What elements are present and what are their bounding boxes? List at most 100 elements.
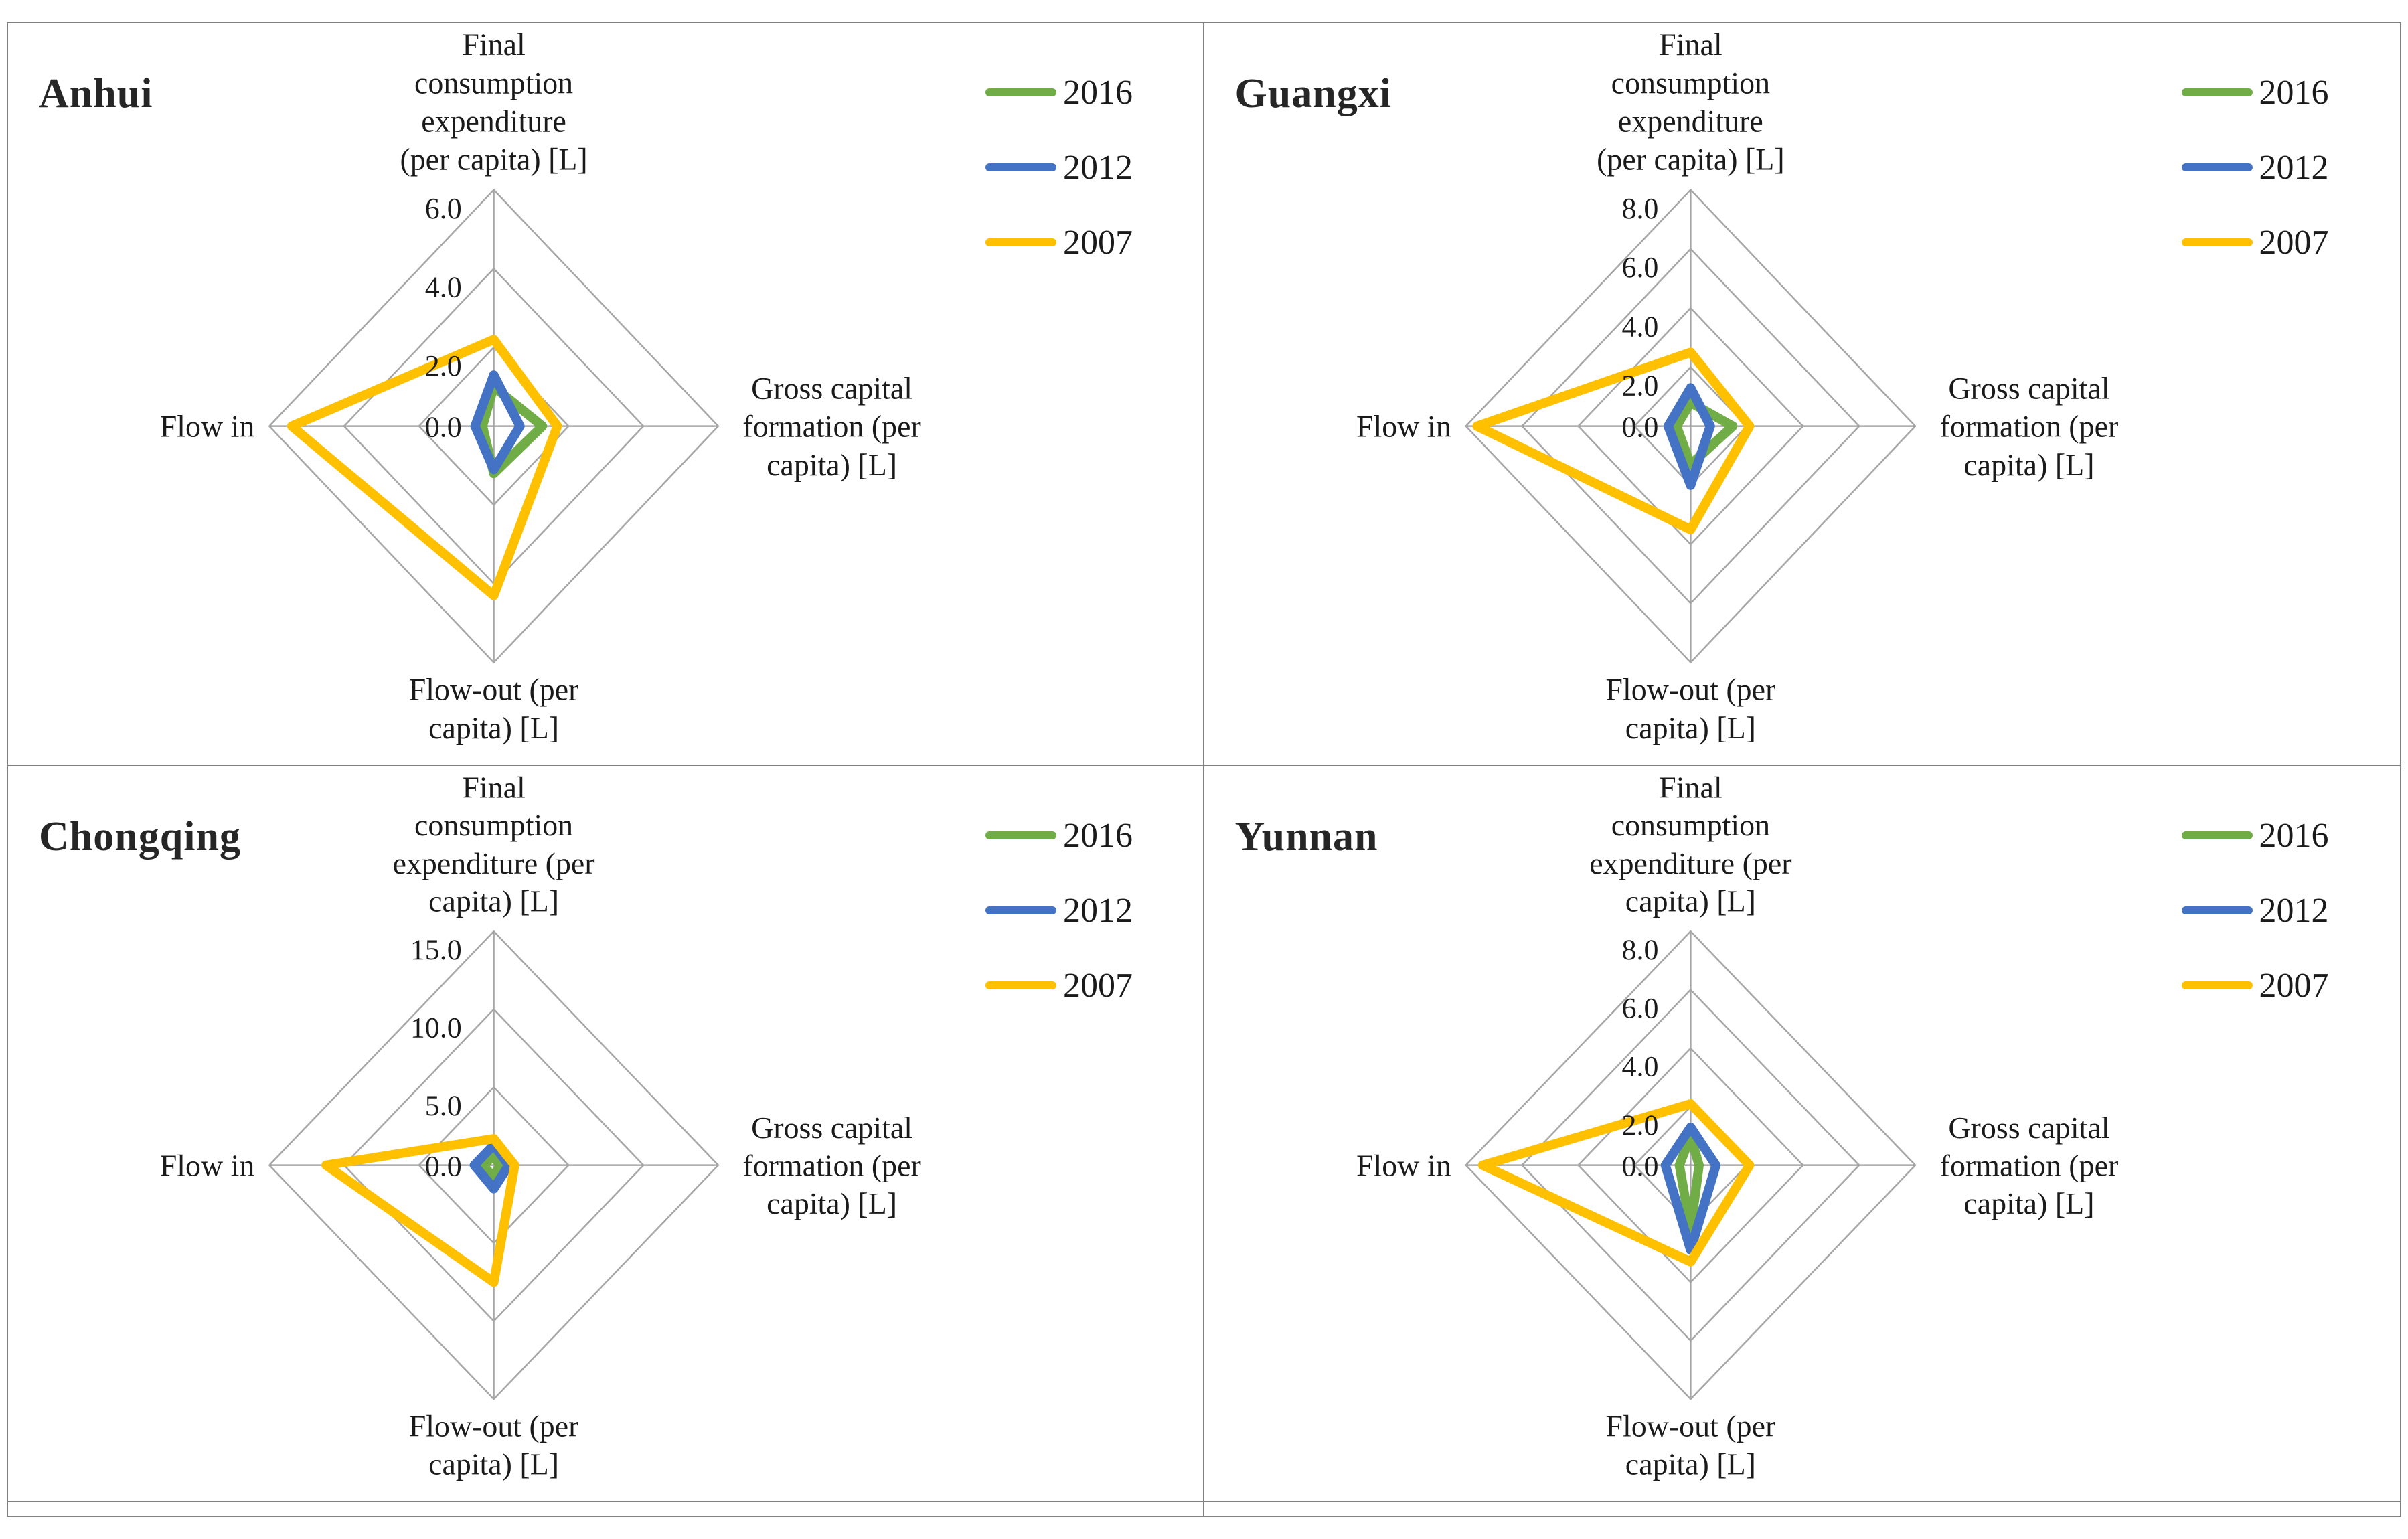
radar-chart-yunnan: 0.02.04.06.08.0Finalconsumptionexpenditu… <box>1356 771 2118 1481</box>
legend-item-2007: 2007 <box>2181 966 2329 1005</box>
legend-swatch-2007 <box>985 238 1056 246</box>
svg-text:formation (per: formation (per <box>1939 1149 2118 1183</box>
svg-text:expenditure (per: expenditure (per <box>1589 846 1791 880</box>
bottom-sliver-right <box>1204 1502 2400 1516</box>
grid-ring <box>1577 307 1804 546</box>
grid-ring <box>1520 988 1860 1342</box>
svg-text:Final: Final <box>462 771 525 805</box>
radar-chart-guangxi: 0.02.04.06.08.0Finalconsumptionexpenditu… <box>1356 27 2118 745</box>
svg-text:Flow-out (per: Flow-out (per <box>409 1409 579 1443</box>
legend-swatch-2016 <box>985 831 1056 839</box>
svg-text:capita) [L]: capita) [L] <box>428 1447 559 1481</box>
axis-label-left: Flow in <box>160 410 255 444</box>
legend-item-2016: 2016 <box>985 73 1133 112</box>
legend-label-2012: 2012 <box>1063 891 1133 930</box>
panel-title-anhui: Anhui <box>39 71 153 117</box>
legend-chongqing: 2016 2012 2007 <box>985 816 1133 1005</box>
legend-label-2016: 2016 <box>1063 816 1133 855</box>
tick-labels: 0.02.04.06.08.0 <box>1621 934 1658 1182</box>
tick-label: 0.0 <box>1621 1151 1658 1183</box>
legend-label-2012: 2012 <box>2259 891 2329 930</box>
radar-grid <box>268 930 720 1400</box>
legend-swatch-2012 <box>2181 163 2253 171</box>
tick-label: 2.0 <box>1621 1109 1658 1141</box>
legend-label-2007: 2007 <box>2259 966 2329 1005</box>
legend-label-2012: 2012 <box>1063 148 1133 187</box>
svg-text:Gross capital: Gross capital <box>1948 1111 2109 1145</box>
tick-label: 2.0 <box>425 349 462 382</box>
svg-text:Flow-out (per: Flow-out (per <box>1605 673 1775 707</box>
series-line-2016 <box>478 1151 505 1183</box>
svg-text:Flow in: Flow in <box>160 410 255 444</box>
series-line-2007 <box>287 335 562 600</box>
svg-text:capita) [L]: capita) [L] <box>428 711 559 745</box>
legend-swatch-2007 <box>985 981 1056 989</box>
legend-label-2016: 2016 <box>2259 816 2329 855</box>
legend-label-2007: 2007 <box>1063 966 1133 1005</box>
tick-label: 4.0 <box>1621 1051 1658 1083</box>
tick-label: 6.0 <box>425 192 462 225</box>
tick-label: 2.0 <box>1621 369 1658 402</box>
axis-label-bottom: Flow-out (per capita) [L] <box>1605 673 1775 745</box>
axis-label-left: Flow in <box>1356 410 1451 444</box>
tick-label: 6.0 <box>1621 251 1658 284</box>
panel-title-guangxi: Guangxi <box>1234 71 1392 117</box>
panel-title-chongqing: Chongqing <box>39 814 241 860</box>
legend-item-2007: 2007 <box>985 966 1133 1005</box>
legend-label-2007: 2007 <box>2259 223 2329 262</box>
svg-text:capita) [L]: capita) [L] <box>767 448 897 482</box>
tick-label: 4.0 <box>1621 310 1658 343</box>
legend-swatch-2007 <box>2181 981 2253 989</box>
series-line-2012 <box>1663 383 1715 490</box>
grid-ring <box>343 1007 645 1323</box>
svg-text:expenditure: expenditure <box>1617 104 1763 138</box>
svg-text:consumption: consumption <box>1611 808 1769 842</box>
series-line-2012 <box>1660 1122 1720 1255</box>
legend-item-2016: 2016 <box>2181 816 2329 855</box>
svg-text:Gross capital: Gross capital <box>1948 371 2109 405</box>
tick-label: 15.0 <box>410 934 462 966</box>
axis-label-right: Gross capital formation (per capita) [L] <box>742 371 920 481</box>
legend-swatch-2007 <box>2181 238 2253 246</box>
legend-label-2007: 2007 <box>1063 223 1133 262</box>
svg-text:capita) [L]: capita) [L] <box>1625 884 1755 918</box>
series-line-2016 <box>1671 398 1737 470</box>
tick-labels: 0.02.04.06.08.0 <box>1621 192 1658 444</box>
grid-ring <box>1520 248 1860 605</box>
series-line-2016 <box>1674 1131 1704 1234</box>
grid-ring <box>268 188 720 664</box>
radar-grid <box>1464 188 1917 664</box>
axis-label-left: Flow in <box>160 1149 255 1183</box>
legend-swatch-2012 <box>985 906 1056 914</box>
svg-text:(per capita) [L]: (per capita) [L] <box>400 142 587 176</box>
svg-text:formation (per: formation (per <box>742 410 920 444</box>
legend-yunnan: 2016 2012 2007 <box>2181 816 2329 1005</box>
legend-item-2012: 2012 <box>985 148 1133 187</box>
svg-text:Flow-out (per: Flow-out (per <box>1605 1409 1775 1443</box>
legend-swatch-2012 <box>2181 906 2253 914</box>
svg-text:formation (per: formation (per <box>1939 410 2118 444</box>
bottom-sliver-left <box>8 1502 1204 1516</box>
legend-item-2016: 2016 <box>2181 73 2329 112</box>
radar-chart-anhui: 0.02.04.06.0Finalconsumptionexpenditure(… <box>160 27 921 745</box>
svg-text:Final: Final <box>462 27 525 62</box>
tick-label: 10.0 <box>410 1011 462 1044</box>
legend-label-2012: 2012 <box>2259 148 2329 187</box>
tick-labels: 0.05.010.015.0 <box>410 934 462 1183</box>
tick-label: 0.0 <box>1621 411 1658 444</box>
svg-text:capita) [L]: capita) [L] <box>1625 711 1755 745</box>
svg-text:Gross capital: Gross capital <box>751 371 912 405</box>
legend-item-2012: 2012 <box>2181 891 2329 930</box>
legend-swatch-2016 <box>2181 88 2253 96</box>
